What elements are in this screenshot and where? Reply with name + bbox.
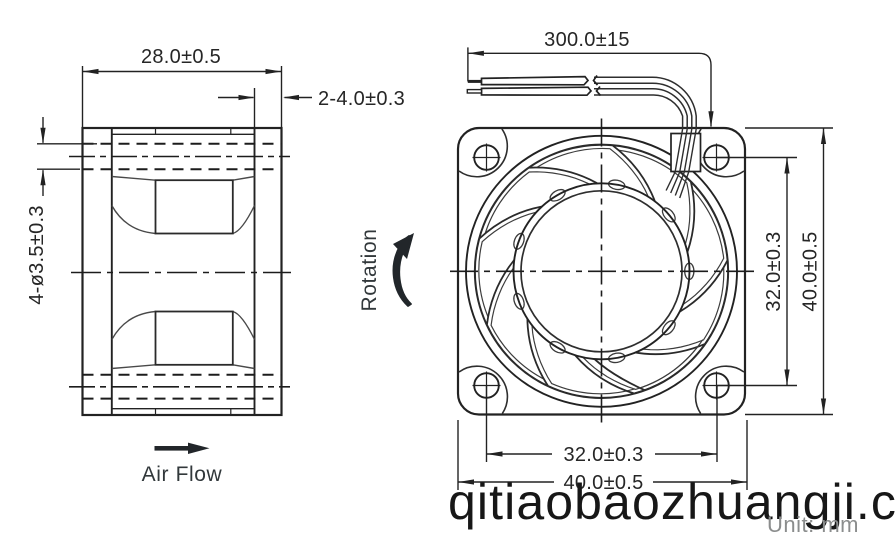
lead-wire — [594, 88, 688, 129]
lead-wire — [679, 128, 697, 199]
arrowhead — [784, 157, 790, 174]
arrow-head — [188, 442, 210, 454]
lead-wire — [665, 128, 684, 191]
front-centerlines — [450, 118, 758, 427]
arrowhead — [467, 50, 484, 56]
arrowhead — [784, 369, 790, 386]
bare-lead — [466, 88, 483, 94]
dim-pitch-h-label: 32.0±0.3 — [563, 444, 643, 466]
front-view-dimensions: 300.0±15 32.0±0.3 40.0±0.5 32.0±0.3 — [457, 29, 833, 494]
dim-flange-lines — [218, 88, 312, 128]
arrowhead — [40, 127, 46, 144]
dim-pitch-v-label: 32.0±0.3 — [763, 231, 785, 311]
blade-tip-line-top — [111, 175, 255, 181]
bare-lead — [467, 79, 482, 83]
lead-wire — [594, 82, 693, 129]
arrowhead — [731, 479, 747, 485]
dim-wire-lines — [467, 47, 712, 127]
blade-curve — [111, 205, 156, 235]
blade-curve — [232, 310, 256, 340]
dim-depth-label: 28.0±0.5 — [141, 46, 221, 68]
rotation-label: Rotation — [358, 228, 381, 311]
side-view-dimensions: 28.0±0.5 2-4.0±0.3 4-ø3.5±0.3 — [26, 46, 405, 305]
arrowhead — [238, 94, 255, 101]
wires-inside — [665, 128, 697, 199]
arrowhead — [708, 111, 714, 128]
blade-tip-line-bottom — [111, 364, 255, 370]
corner-boss-arc — [458, 365, 509, 415]
lead-wire-segment — [480, 75, 590, 86]
blade-curve — [111, 310, 156, 340]
air-flow-annotation: Air Flow — [142, 442, 223, 486]
rotation-arrow-icon — [392, 233, 414, 307]
dimension-line — [467, 52, 712, 127]
side-view-centerlines — [69, 155, 291, 388]
side-view — [69, 126, 291, 417]
dim-height-label: 40.0±0.5 — [800, 231, 822, 311]
dim-wire-label: 300.0±15 — [544, 29, 630, 51]
wire-break-mark — [595, 85, 602, 97]
lead-wire — [594, 94, 684, 129]
lead-wire — [674, 128, 693, 196]
dim-depth-lines — [81, 66, 283, 127]
arrowhead — [82, 68, 99, 75]
arrowhead — [820, 128, 827, 144]
arrowhead — [458, 479, 474, 485]
dim-flange-label: 2-4.0±0.3 — [318, 88, 405, 110]
lead-wire — [594, 76, 697, 129]
corner-boss-arc — [458, 128, 509, 178]
lead-wire-segment — [480, 86, 593, 97]
arrowhead — [701, 451, 717, 457]
arrowhead — [283, 94, 299, 101]
hub-section-top — [154, 179, 234, 235]
dim-width-label: 40.0±0.5 — [563, 472, 643, 494]
lead-wires — [466, 75, 697, 129]
arrowhead — [40, 169, 46, 186]
unit-label: Unit: mm — [767, 512, 859, 537]
air-flow-label: Air Flow — [142, 463, 223, 486]
arrowhead — [265, 68, 282, 75]
dim-pitch-v-lines — [716, 156, 797, 387]
rotation-arrow-head — [393, 233, 414, 259]
wire-break-mark — [592, 75, 599, 86]
blade-curve — [232, 205, 256, 235]
arrow-shaft — [154, 446, 192, 451]
hidden-hole-lines — [82, 142, 282, 400]
lead-wire — [670, 128, 688, 194]
dim-holes-label: 4-ø3.5±0.3 — [26, 205, 48, 305]
air-flow-arrow-icon — [154, 442, 210, 454]
arrowhead — [820, 398, 827, 415]
rotation-annotation: Rotation — [358, 228, 414, 312]
watermark-text: qitiaobaozhuangji.c — [448, 474, 896, 530]
arrowhead — [486, 451, 503, 457]
corner-boss-arc — [694, 365, 745, 415]
front-view — [450, 118, 758, 427]
hub-section-bottom — [154, 310, 234, 366]
dim-height-lines — [745, 127, 833, 416]
impeller-silhouette — [111, 175, 256, 370]
